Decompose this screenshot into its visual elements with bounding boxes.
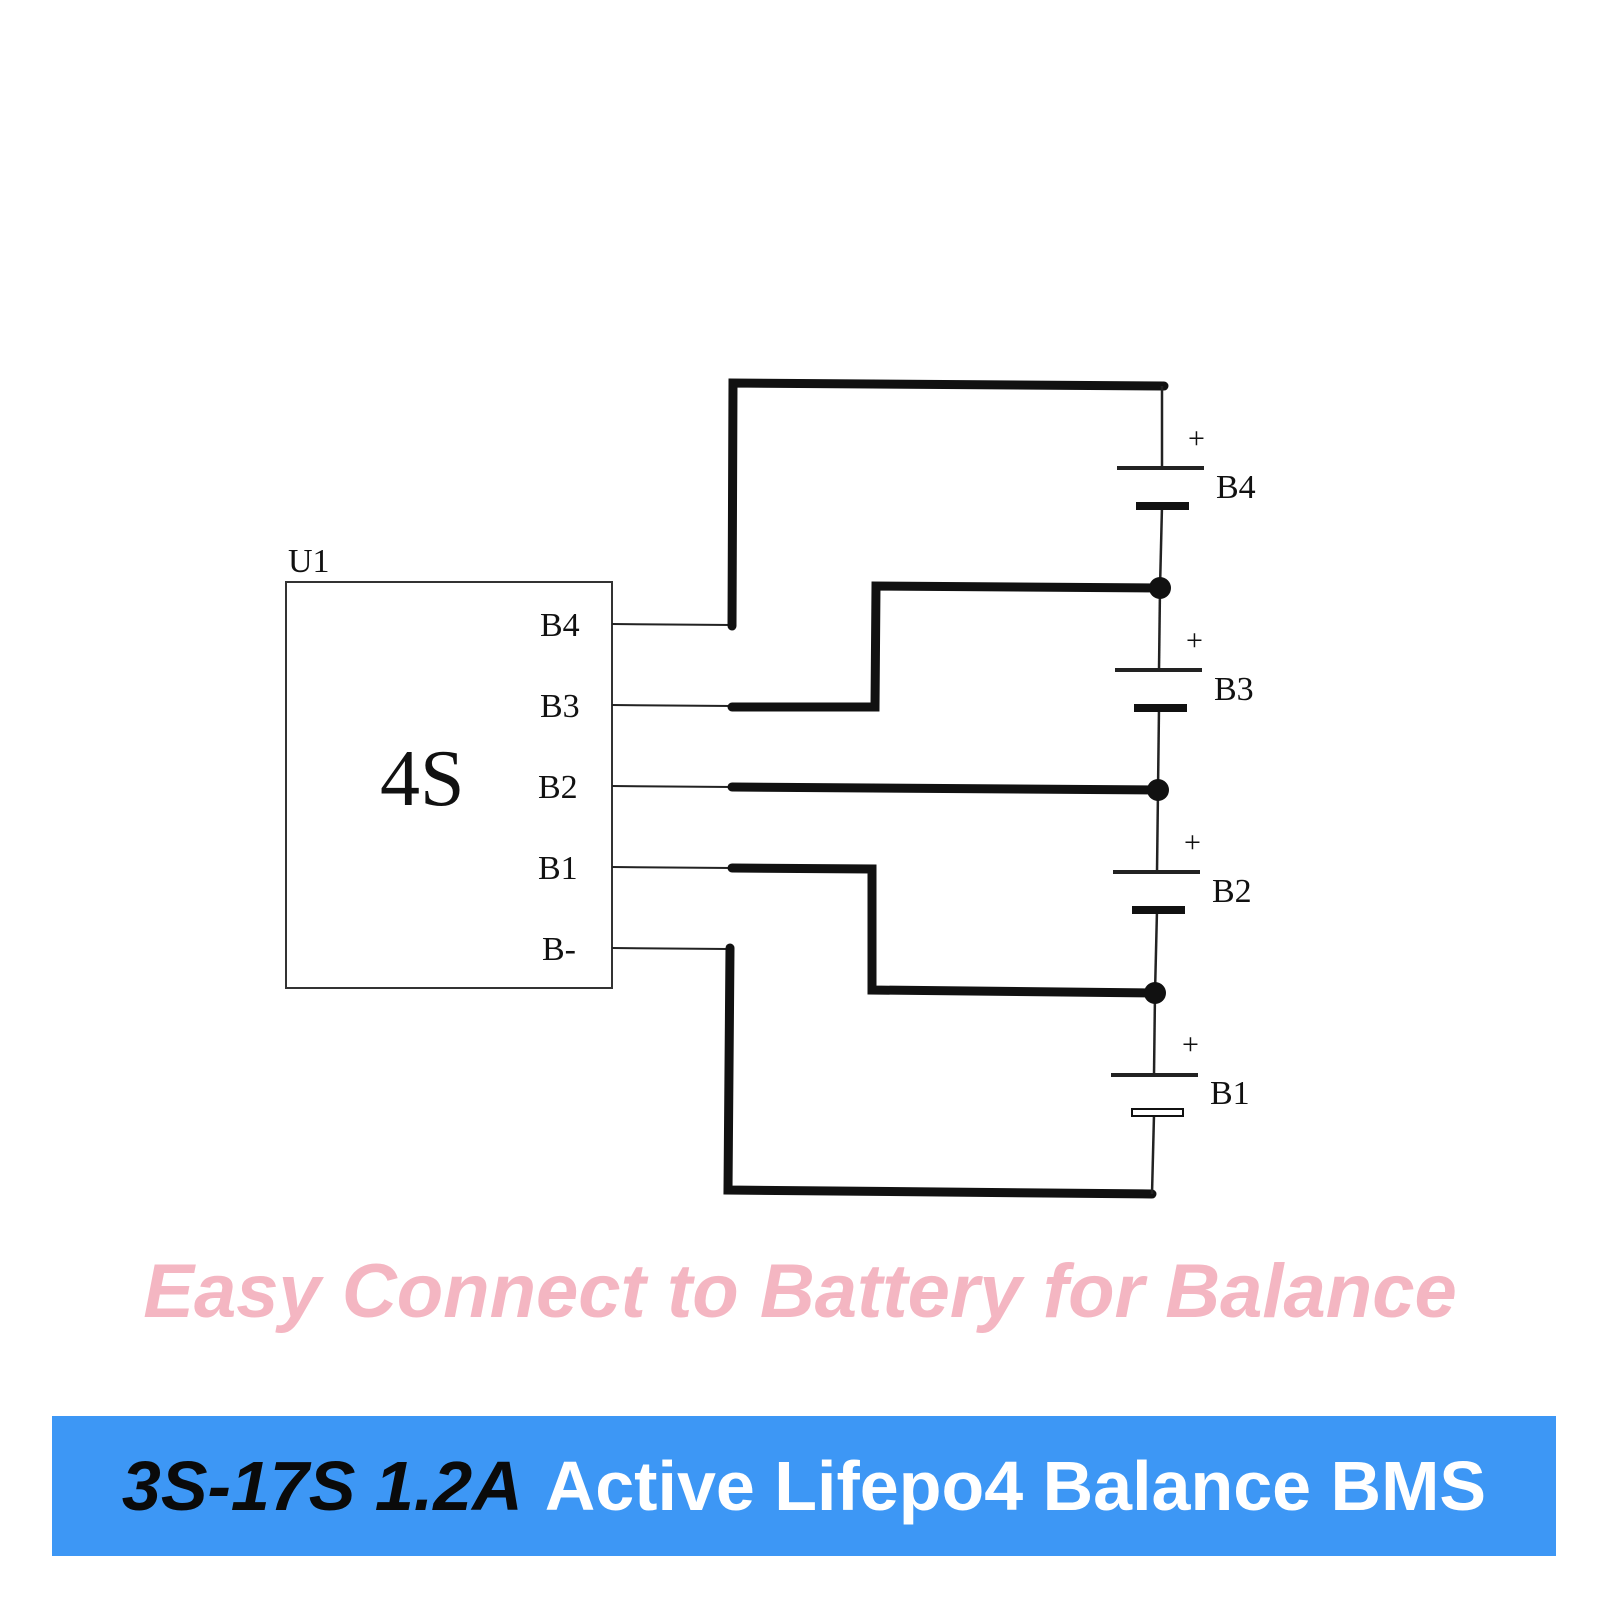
junction-dot bbox=[1149, 577, 1171, 599]
junction-dot bbox=[1144, 982, 1166, 1004]
module-designator: U1 bbox=[288, 543, 330, 580]
battery-cell-b3: + B3 bbox=[1115, 624, 1254, 712]
module-center-label: 4S bbox=[380, 735, 465, 823]
pin-label-b3: B3 bbox=[540, 688, 580, 725]
cell-polarity-plus: + bbox=[1184, 826, 1201, 859]
banner-description: Active Lifepo4 Balance BMS bbox=[544, 1447, 1487, 1525]
pin-label-b2: B2 bbox=[538, 769, 578, 806]
cell-label-b1: B1 bbox=[1210, 1075, 1250, 1112]
battery-cell-b2: + B2 bbox=[1113, 826, 1252, 914]
product-banner: 3S-17S 1.2A Active Lifepo4 Balance BMS bbox=[52, 1416, 1556, 1556]
pin-leads bbox=[611, 623, 733, 950]
wire-bminus bbox=[723, 943, 1157, 1199]
banner-spec: 3S-17S 1.2A bbox=[121, 1447, 523, 1525]
junction-dot bbox=[1147, 779, 1169, 801]
cell-label-b2: B2 bbox=[1212, 873, 1252, 910]
cell-polarity-plus: + bbox=[1182, 1028, 1199, 1061]
wire-b3 bbox=[727, 581, 1165, 712]
cell-polarity-plus: + bbox=[1186, 624, 1203, 657]
wiring-schematic: U1 4S B4 B3 B2 B1 B- + B4 bbox=[285, 378, 1256, 1199]
cell-label-b3: B3 bbox=[1214, 671, 1254, 708]
pin-label-b4: B4 bbox=[540, 607, 580, 644]
pin-label-bminus: B- bbox=[542, 931, 576, 968]
bms-module-box bbox=[285, 581, 613, 989]
pin-label-b1: B1 bbox=[538, 850, 578, 887]
battery-chain bbox=[1150, 386, 1164, 1195]
cell-polarity-plus: + bbox=[1188, 422, 1205, 455]
battery-cell-b4: + B4 bbox=[1117, 422, 1256, 510]
wire-b1 bbox=[727, 863, 1160, 998]
battery-cell-b1: + B1 bbox=[1111, 1028, 1250, 1117]
cell-label-b4: B4 bbox=[1216, 469, 1256, 506]
wire-b4 bbox=[727, 378, 1169, 631]
wire-b2 bbox=[727, 782, 1163, 795]
tagline: Easy Connect to Battery for Balance bbox=[143, 1249, 1457, 1334]
